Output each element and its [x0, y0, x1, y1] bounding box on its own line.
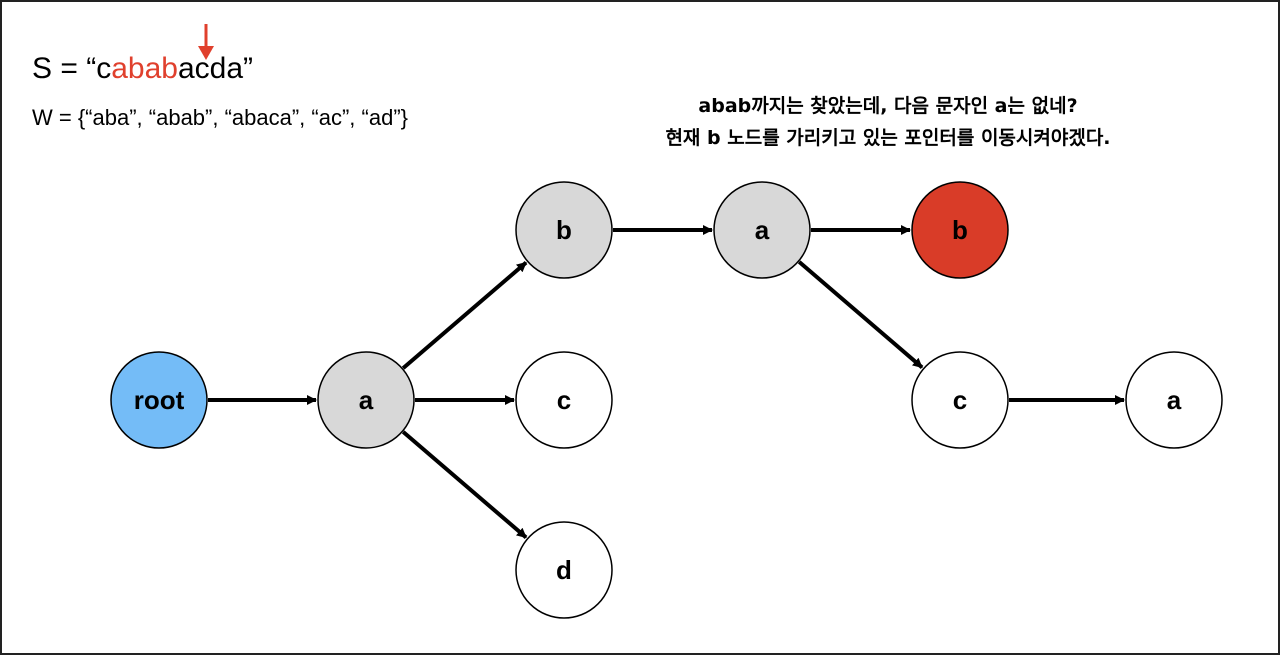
trie-node-a3: a	[1125, 351, 1223, 449]
node-label: b	[952, 215, 968, 245]
node-circle	[515, 521, 613, 619]
search-string: S = “cababacda”	[32, 52, 253, 86]
edge-a1-b1	[401, 261, 528, 370]
node-circle	[317, 351, 415, 449]
trie-nodes: root a b c d a b c a	[110, 181, 1223, 619]
caption-line-2: 현재 b 노드를 가리키고 있는 포인터를 이동시켜야겠다.	[665, 127, 1111, 149]
node-circle	[110, 351, 208, 449]
current-position-pointer-icon	[198, 24, 214, 60]
node-circle	[515, 181, 613, 279]
edge-a1-d1	[401, 430, 528, 539]
trie-node-c1: c	[515, 351, 613, 449]
trie-node-c2: c	[911, 351, 1009, 449]
search-string-prefix: S = “c	[32, 52, 112, 85]
trie-node-a2: a	[713, 181, 811, 279]
trie-node-root: root	[110, 351, 208, 449]
node-circle	[515, 351, 613, 449]
trie-node-b1: b	[515, 181, 613, 279]
caption-line-1: abab까지는 찾았는데, 다음 문자인 a는 없네?	[698, 95, 1078, 117]
trie-node-d1: d	[515, 521, 613, 619]
node-label: b	[556, 215, 572, 245]
node-label: c	[557, 385, 571, 415]
search-string-suffix: acda”	[177, 52, 253, 85]
node-label: c	[953, 385, 967, 415]
node-circle	[1125, 351, 1223, 449]
node-circle	[713, 181, 811, 279]
edge-a2-c2	[797, 260, 924, 369]
node-label: d	[556, 555, 572, 585]
trie-edges	[208, 225, 1125, 539]
pointer-head	[198, 46, 214, 60]
node-label: root	[134, 385, 185, 415]
node-circle	[911, 181, 1009, 279]
node-label: a	[755, 215, 770, 245]
node-label: a	[1167, 385, 1182, 415]
trie-node-a1: a	[317, 351, 415, 449]
search-string-matched: abab	[111, 52, 178, 85]
node-circle	[911, 351, 1009, 449]
trie-node-b2: b	[911, 181, 1009, 279]
node-label: a	[359, 385, 374, 415]
caption: abab까지는 찾았는데, 다음 문자인 a는 없네? 현재 b 노드를 가리키…	[538, 90, 1238, 154]
word-set: W = {“aba”, “abab”, “abaca”, “ac”, “ad”}	[32, 105, 408, 130]
